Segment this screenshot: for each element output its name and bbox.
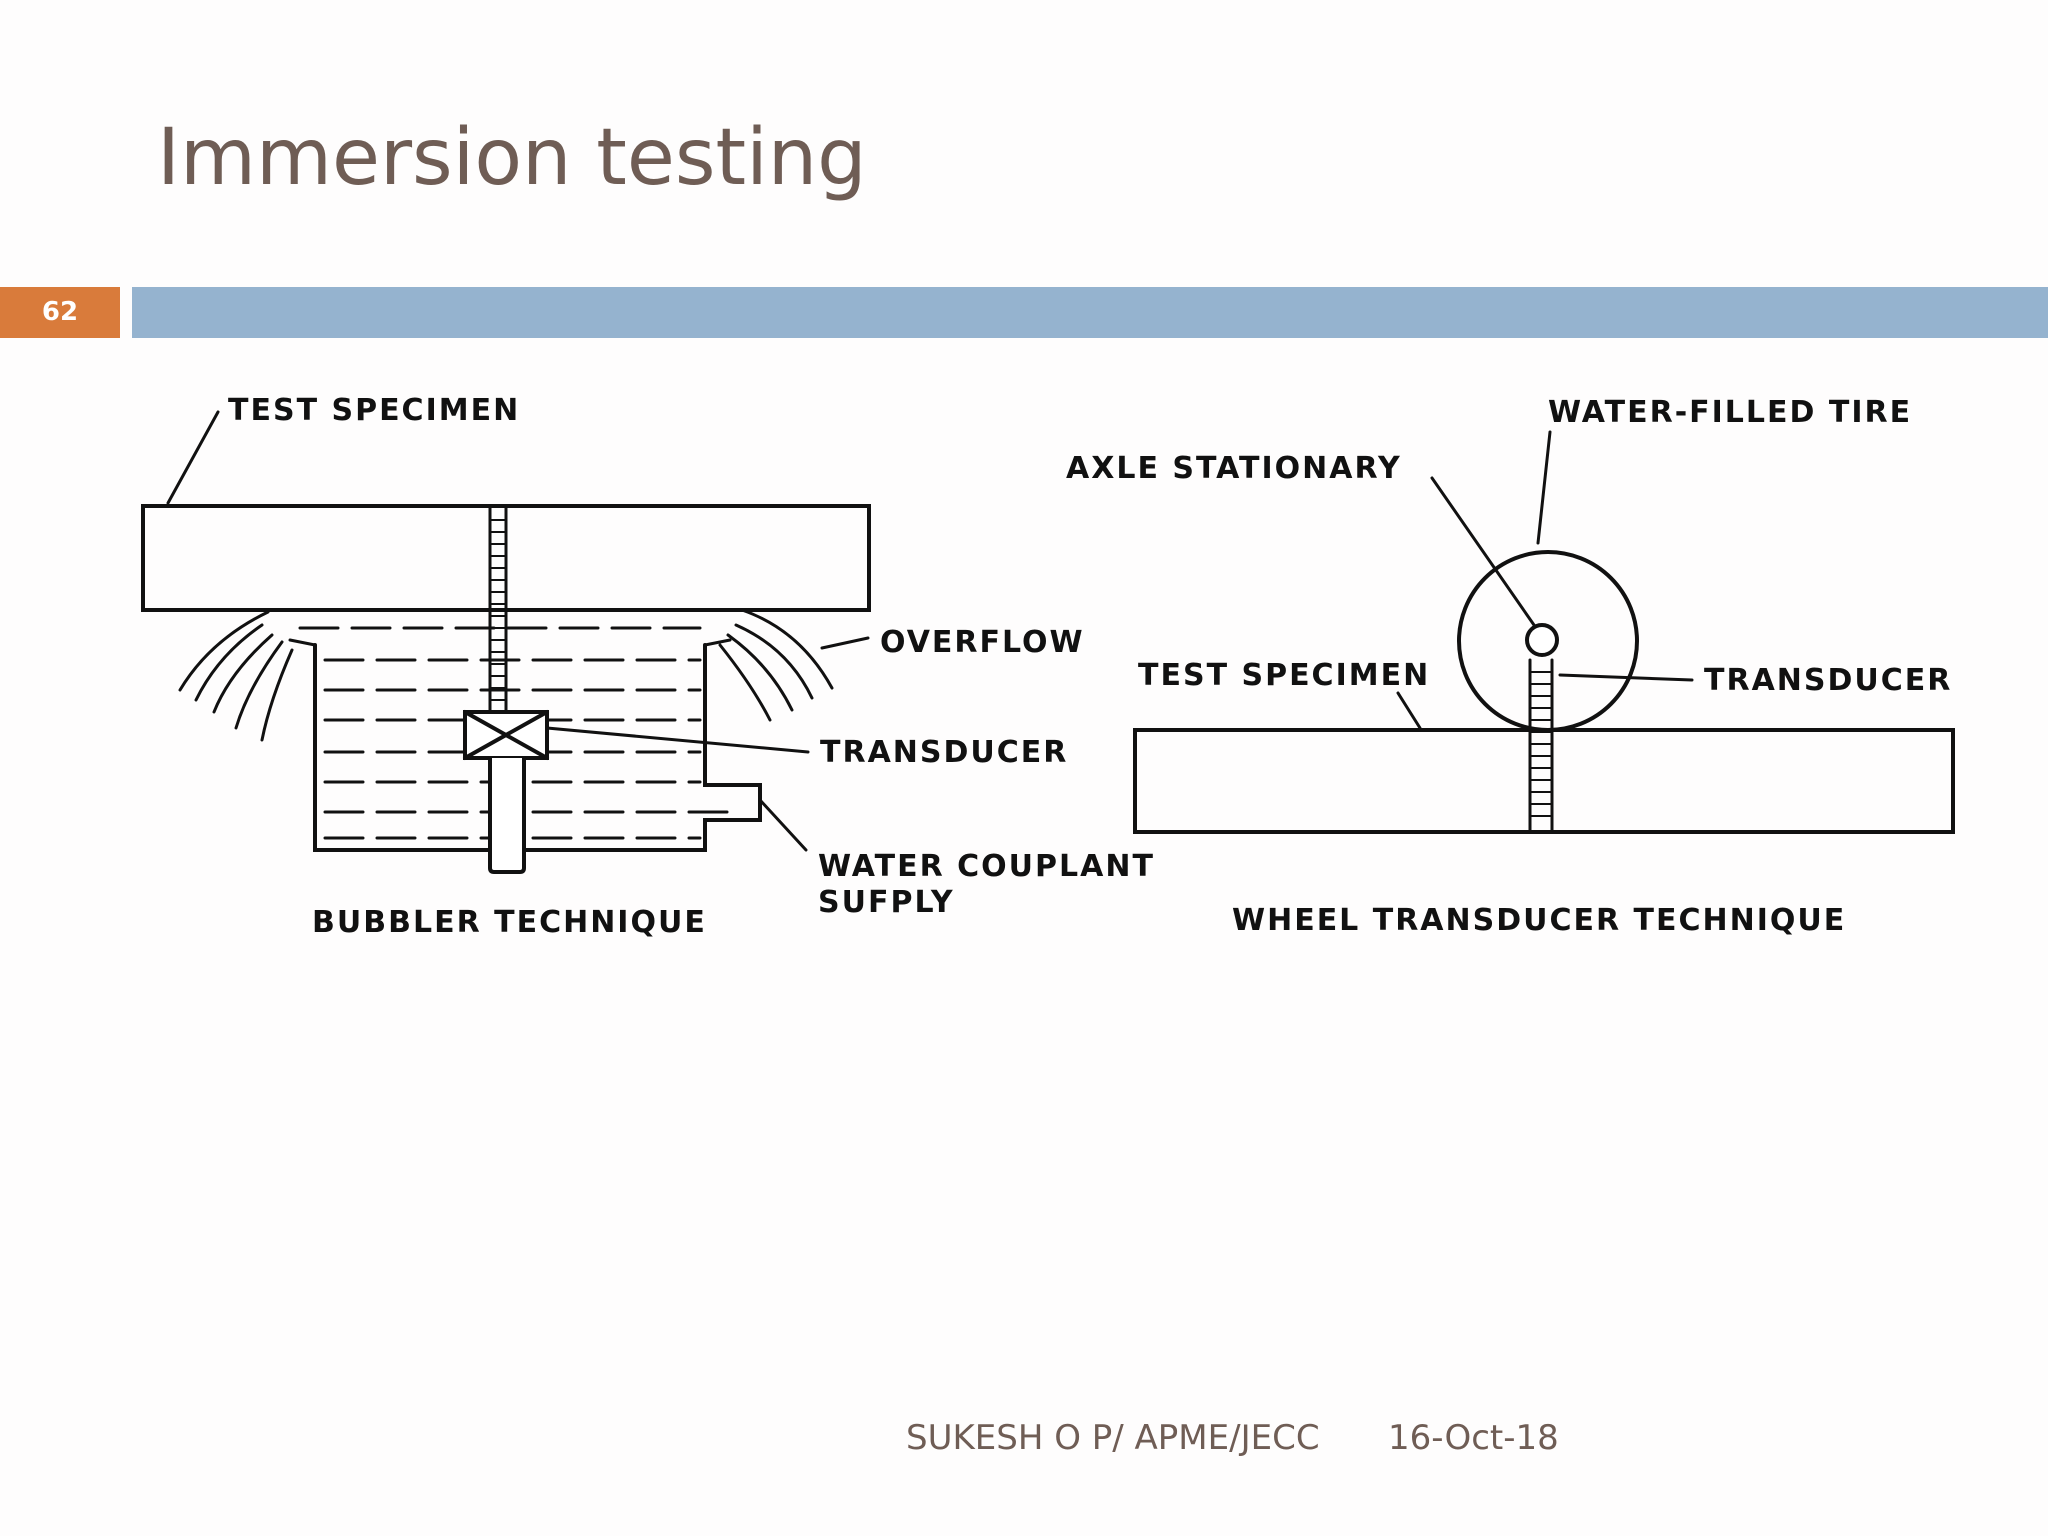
wheel-technique-diagram xyxy=(1133,430,1955,834)
bubbler-transducer-stem xyxy=(488,756,526,874)
bubbler-vessel-rim-left xyxy=(288,638,317,647)
bubbler-water-couplant-label: WATER COUPLANT xyxy=(818,849,1155,884)
bubbler-supply-leader xyxy=(758,798,808,852)
wheel-axle xyxy=(1525,623,1559,657)
slide-number: 62 xyxy=(0,287,120,338)
wheel-axle-stationary-label: AXLE STATIONARY xyxy=(1066,451,1402,486)
bubbler-overflow-spray-left xyxy=(178,610,294,742)
bubbler-overflow-label: OVERFLOW xyxy=(880,625,1085,660)
slide-title: Immersion testing xyxy=(157,113,867,203)
bubbler-transducer xyxy=(463,710,549,760)
footer-date: 16-Oct-18 xyxy=(1388,1418,1559,1458)
immersion-diagram: TEST SPECIMEN OVERFLOW TRANSDUCER WATER … xyxy=(141,393,1955,940)
wheel-water-filled-tire xyxy=(1457,550,1639,732)
footer-author: SUKESH O P/ APME/JECC xyxy=(906,1418,1320,1458)
header-bar xyxy=(132,287,2048,338)
bubbler-overflow-leader xyxy=(820,636,870,650)
wheel-transducer-label: TRANSDUCER xyxy=(1704,663,1952,698)
bubbler-transducer-label: TRANSDUCER xyxy=(820,735,1068,770)
wheel-tire-leader xyxy=(1536,430,1552,545)
wheel-transducer-leader xyxy=(1558,673,1694,682)
bubbler-vessel xyxy=(313,643,762,852)
wheel-ultrasonic-beam xyxy=(1528,658,1554,832)
wheel-caption: WHEEL TRANSDUCER TECHNIQUE xyxy=(1232,903,1846,938)
bubbler-test-specimen-leader xyxy=(166,410,220,505)
bubbler-test-specimen-label: TEST SPECIMEN xyxy=(228,393,520,428)
wheel-water-filled-tire-label: WATER-FILLED TIRE xyxy=(1548,395,1912,430)
bubbler-technique-diagram xyxy=(141,410,871,874)
bubbler-transducer-leader xyxy=(545,726,810,754)
bubbler-overflow-spray-right xyxy=(718,608,834,722)
wheel-test-specimen-leader xyxy=(1396,691,1422,730)
bubbler-supply-label: SUFPLY xyxy=(818,885,955,920)
bubbler-vessel-rim-right xyxy=(703,638,732,647)
bubbler-caption: BUBBLER TECHNIQUE xyxy=(312,905,707,940)
wheel-axle-leader xyxy=(1430,476,1536,627)
bubbler-ultrasonic-beam xyxy=(488,506,508,714)
wheel-test-specimen-label: TEST SPECIMEN xyxy=(1138,658,1430,693)
